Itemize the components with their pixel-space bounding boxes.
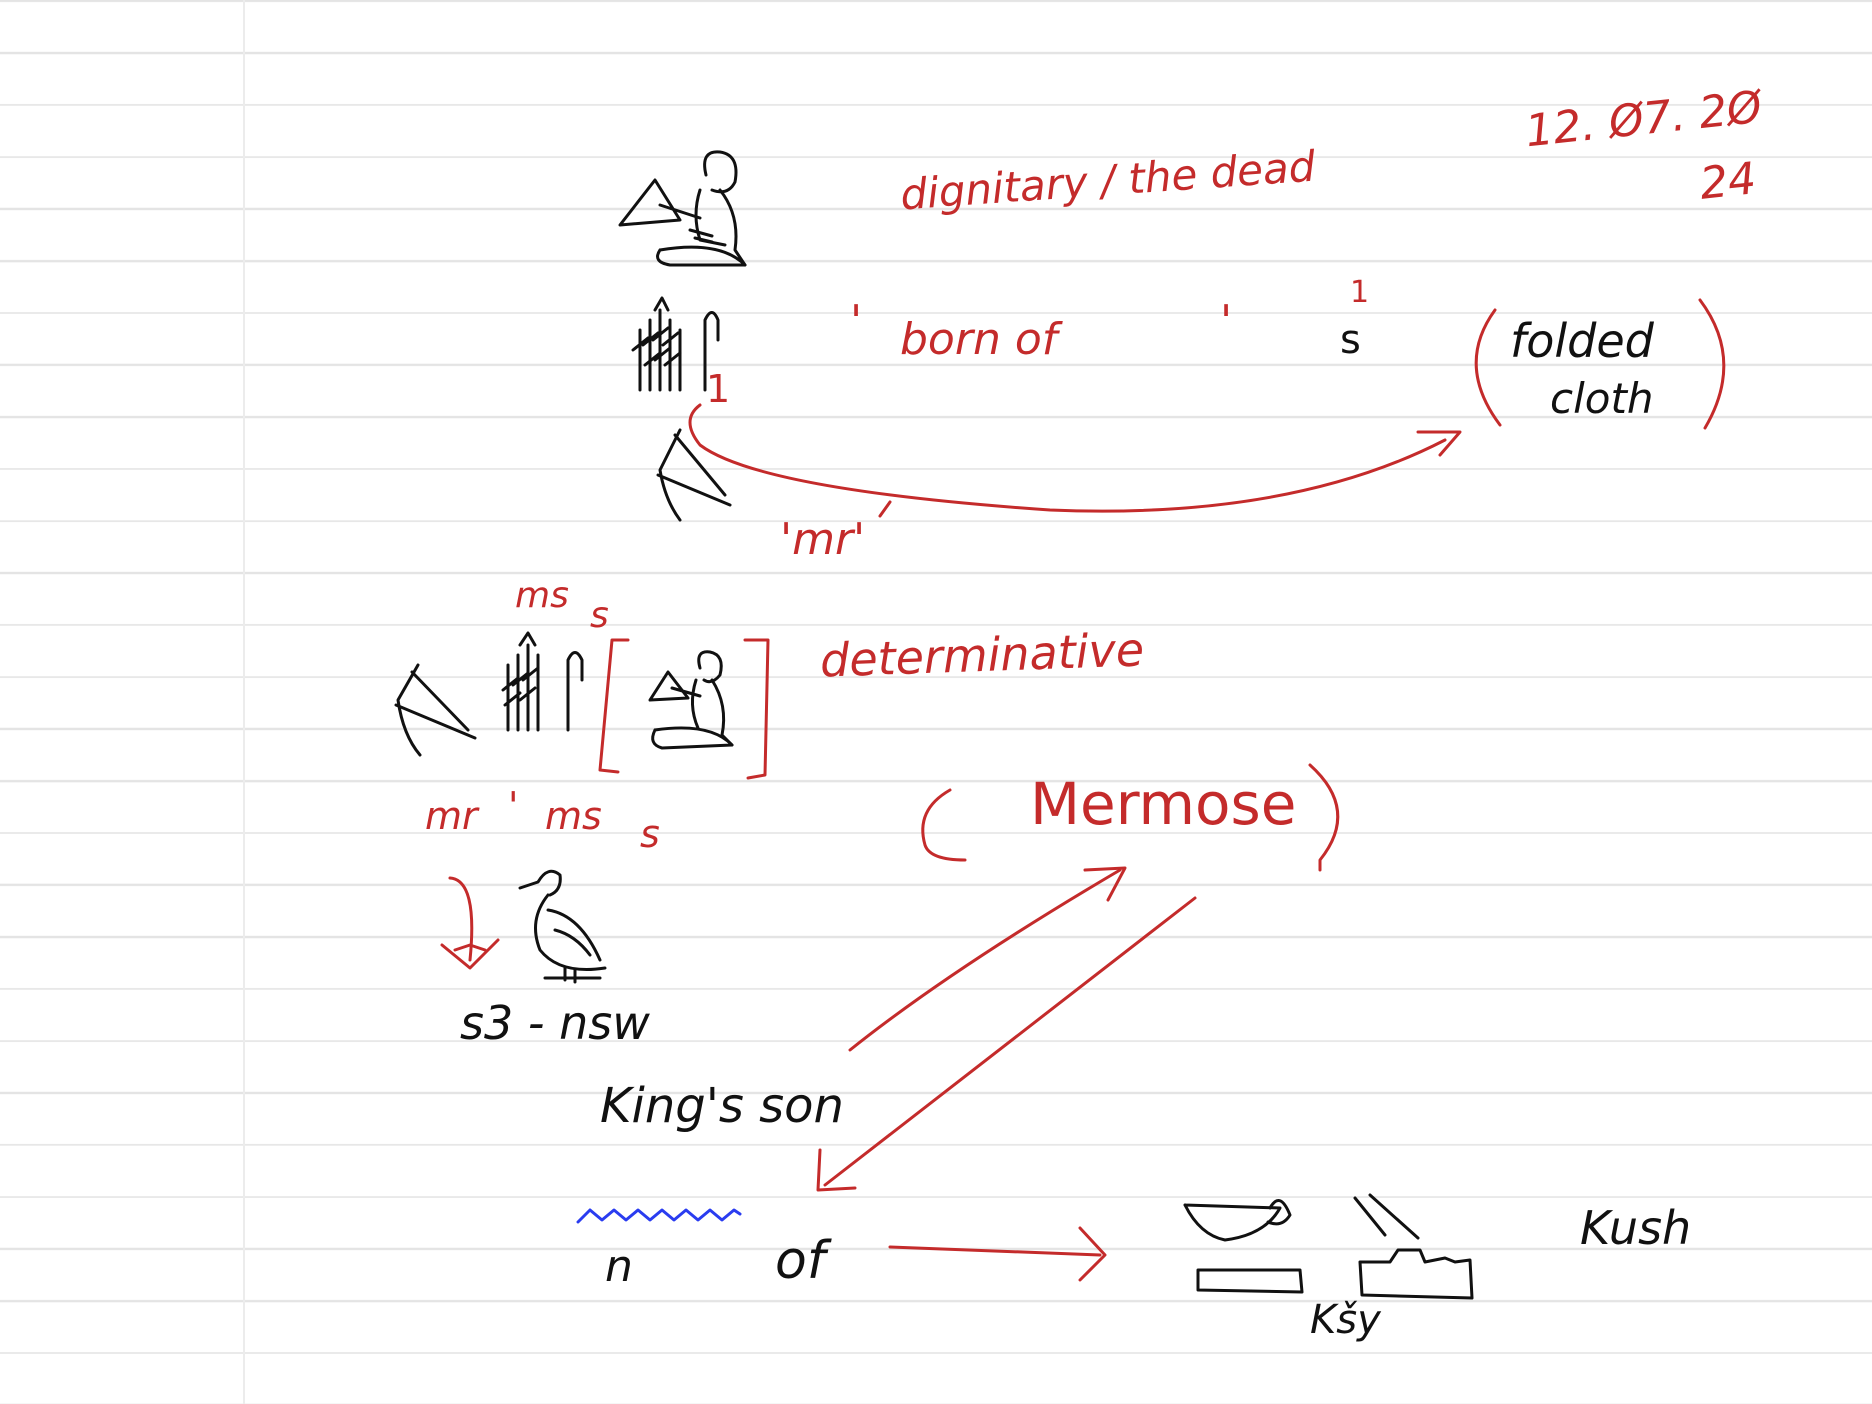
place-translit: Kšy	[1310, 1297, 1381, 1343]
born-of-glyph	[631, 296, 720, 392]
s-above: s	[590, 595, 609, 636]
quote-close: '	[1220, 296, 1233, 347]
genitive-translit: n	[605, 1241, 633, 1292]
cloth-paren-right	[1698, 298, 1726, 430]
cloth-paren-left	[1474, 308, 1502, 427]
kush-glyph	[1183, 1193, 1474, 1300]
genitive-meaning: of	[775, 1231, 826, 1291]
chisel-glyph	[656, 428, 732, 522]
name-mermose: Mermose	[1030, 770, 1297, 838]
translit-mr: mr	[425, 794, 478, 838]
duck-glyph	[518, 869, 607, 984]
arrow-kings-son-to-mermose	[848, 866, 1127, 1052]
title-meaning: King's son	[600, 1078, 844, 1134]
sign-index: 1	[706, 367, 731, 411]
place-meaning: Kush	[1580, 1201, 1692, 1255]
mr-quote-mark	[878, 500, 892, 518]
determinative-glyph	[648, 650, 734, 750]
arc-arrow-to-cloth	[688, 403, 1462, 513]
mermose-paren-left	[921, 788, 967, 862]
margin-line	[243, 0, 245, 1404]
translit-index: 1	[1350, 275, 1370, 310]
title-translit: s3 - nsw	[460, 996, 650, 1050]
arrow-mermose-to-of	[816, 896, 1197, 1192]
determinative-bracket	[598, 638, 770, 780]
mr-ms-s-glyph-group	[394, 631, 584, 757]
translit-apostrophe: '	[508, 784, 519, 828]
mr-label: 'mr'	[780, 514, 866, 565]
translit-ms: ms	[545, 794, 602, 838]
cloth-label: cloth	[1550, 374, 1654, 423]
folded-label: folded	[1510, 314, 1654, 368]
translit-s: s	[1340, 317, 1361, 363]
seated-man-glyph	[618, 150, 747, 267]
arrow-of-to-kush	[888, 1226, 1107, 1282]
quote-open: '	[850, 296, 863, 347]
water-ripple-glyph	[576, 1208, 742, 1224]
born-of-meaning: born of	[900, 314, 1058, 365]
translit-s: s	[640, 812, 660, 856]
ms-above: ms	[515, 575, 569, 616]
mermose-paren-right	[1308, 763, 1340, 872]
down-arrow-red	[440, 876, 500, 970]
